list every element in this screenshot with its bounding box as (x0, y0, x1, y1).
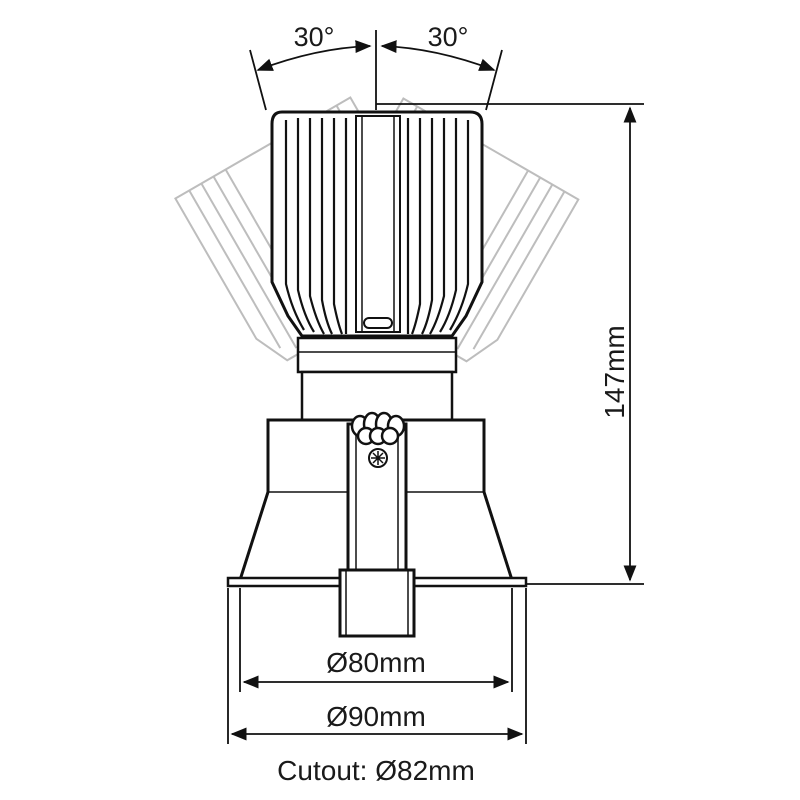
heatsink-main (270, 110, 484, 338)
tilt-angle-dimension (249, 30, 503, 111)
tilt-left-label: 30° (294, 22, 335, 52)
height-label: 147mm (599, 325, 630, 418)
diameter-inner-label: Ø80mm (326, 647, 426, 678)
diameter-outer-label: Ø90mm (326, 701, 426, 732)
height-dimension (376, 103, 644, 585)
cutout-label: Cutout: Ø82mm (277, 755, 475, 786)
neck-collar (296, 336, 458, 422)
tilt-right-label: 30° (428, 22, 469, 52)
spring-clip (338, 411, 416, 638)
diameter-dimensions (227, 588, 527, 744)
